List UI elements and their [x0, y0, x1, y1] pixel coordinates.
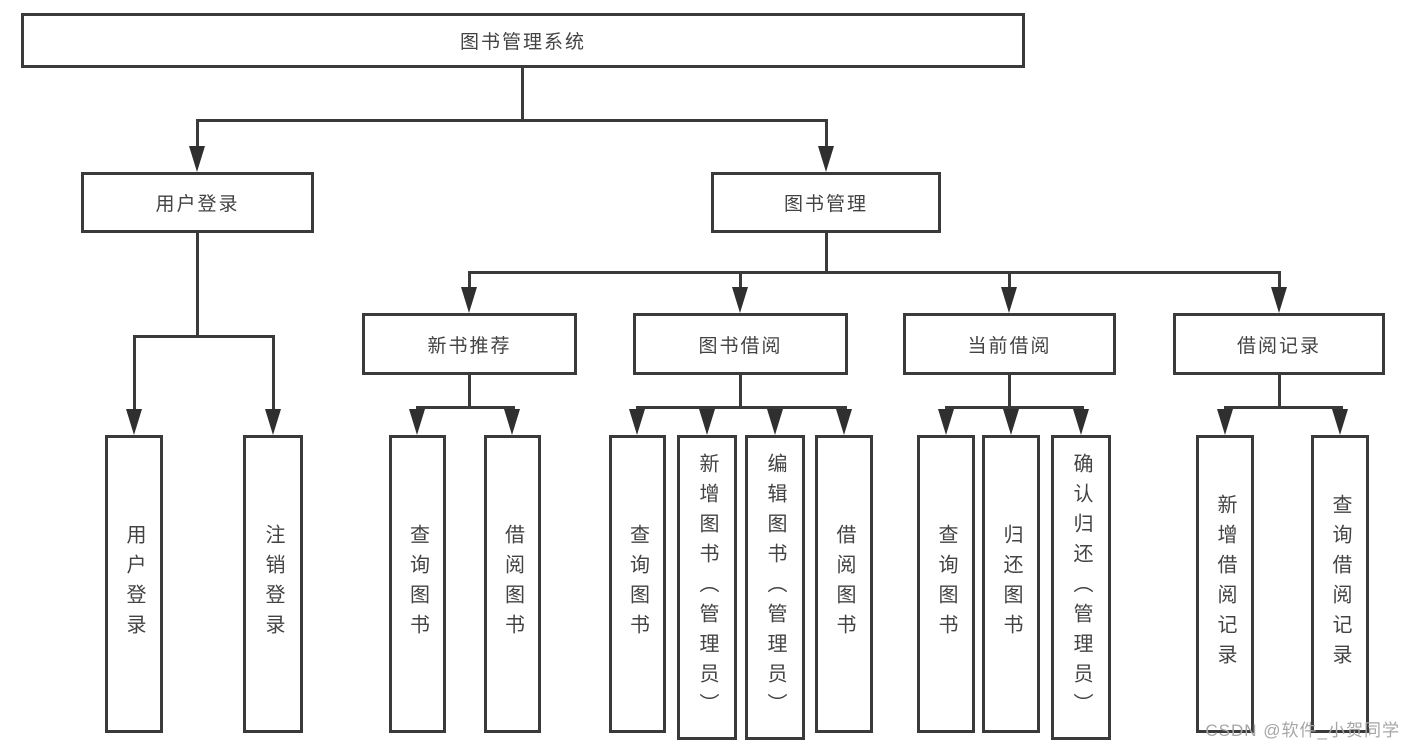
arrow-down-icon: [732, 287, 748, 313]
node-new-book-recommend: 新书推荐: [362, 313, 577, 375]
arrow-down-icon: [409, 409, 425, 435]
leaf-query-books-2: 查询图书: [609, 435, 666, 733]
leaf-return-books-label: 归还图书: [1000, 524, 1022, 644]
node-book-management: 图书管理: [711, 172, 941, 233]
leaf-add-borrow-record-label: 新增借阅记录: [1214, 494, 1236, 674]
leaf-logout: 注销登录: [243, 435, 303, 733]
node-user-login: 用户登录: [81, 172, 314, 233]
connector-line: [468, 375, 471, 409]
leaf-edit-books-admin: 编辑图书（管理员）: [745, 435, 805, 740]
node-borrow-records: 借阅记录: [1173, 313, 1385, 375]
leaf-edit-books-admin-label: 编辑图书（管理员）: [764, 452, 786, 723]
node-book-borrow-label: 图书借阅: [698, 335, 783, 357]
arrow-down-icon: [1003, 409, 1019, 435]
arrow-down-icon: [818, 146, 834, 172]
connector-line: [521, 68, 524, 120]
leaf-confirm-return-admin-label: 确认归还（管理员）: [1070, 452, 1092, 723]
connector-line: [739, 375, 742, 409]
leaf-user-login-label: 用户登录: [123, 524, 145, 644]
node-borrow-records-label: 借阅记录: [1236, 335, 1321, 357]
connector-line: [1278, 271, 1281, 293]
arrow-down-icon: [504, 409, 520, 435]
connector-line: [739, 271, 742, 293]
leaf-query-books-3-label: 查询图书: [935, 524, 957, 644]
leaf-return-books: 归还图书: [982, 435, 1040, 733]
connector-line: [1008, 375, 1011, 409]
arrow-down-icon: [938, 409, 954, 435]
arrow-down-icon: [1217, 409, 1233, 435]
leaf-borrow-books-1-label: 借阅图书: [501, 524, 524, 644]
connector-line: [636, 406, 847, 409]
connector-line: [133, 335, 136, 415]
connector-line: [468, 271, 1281, 274]
leaf-query-borrow-record-label: 查询借阅记录: [1329, 494, 1351, 674]
connector-line: [468, 271, 471, 293]
connector-line: [825, 233, 828, 273]
arrow-down-icon: [1001, 287, 1017, 313]
arrow-down-icon: [699, 409, 715, 435]
leaf-borrow-books-2-label: 借阅图书: [833, 524, 855, 644]
arrow-down-icon: [1271, 287, 1287, 313]
leaf-query-books-1: 查询图书: [389, 435, 446, 733]
connector-line: [196, 119, 828, 122]
node-user-login-label: 用户登录: [155, 194, 240, 215]
arrow-down-icon: [629, 409, 645, 435]
arrow-down-icon: [1073, 409, 1089, 435]
connector-line: [133, 335, 275, 338]
node-book-borrow: 图书借阅: [633, 313, 848, 375]
leaf-query-borrow-record: 查询借阅记录: [1311, 435, 1369, 733]
leaf-query-books-2-label: 查询图书: [626, 524, 649, 644]
leaf-add-books-admin: 新增图书（管理员）: [677, 435, 737, 740]
arrow-down-icon: [1332, 409, 1348, 435]
connector-line: [416, 406, 515, 409]
leaf-user-login: 用户登录: [105, 435, 163, 733]
arrow-down-icon: [767, 409, 783, 435]
connector-line: [272, 335, 275, 415]
arrow-down-icon: [189, 146, 205, 172]
arrow-down-icon: [126, 409, 142, 435]
connector-line: [825, 119, 828, 159]
leaf-borrow-books-2: 借阅图书: [815, 435, 873, 733]
leaf-query-books-3: 查询图书: [917, 435, 975, 733]
connector-line: [1224, 406, 1343, 409]
csdn-watermark: CSDN @软件_小贺同学: [1205, 721, 1400, 740]
node-root-label: 图书管理系统: [459, 32, 586, 53]
arrow-down-icon: [836, 409, 852, 435]
leaf-logout-label: 注销登录: [262, 524, 284, 644]
arrow-down-icon: [265, 409, 281, 435]
node-current-borrow: 当前借阅: [903, 313, 1116, 375]
node-new-book-recommend-label: 新书推荐: [427, 335, 512, 357]
connector-line: [1008, 271, 1011, 293]
connector-line: [196, 119, 199, 159]
node-book-management-label: 图书管理: [783, 194, 868, 215]
connector-line: [196, 233, 199, 337]
leaf-add-books-admin-label: 新增图书（管理员）: [696, 452, 718, 723]
leaf-confirm-return-admin: 确认归还（管理员）: [1051, 435, 1111, 740]
leaf-query-books-1-label: 查询图书: [406, 524, 429, 644]
leaf-borrow-books-1: 借阅图书: [484, 435, 541, 733]
node-current-borrow-label: 当前借阅: [967, 335, 1052, 357]
node-root: 图书管理系统: [21, 13, 1025, 68]
connector-line: [1278, 375, 1281, 409]
connector-line: [945, 406, 1084, 409]
leaf-add-borrow-record: 新增借阅记录: [1196, 435, 1254, 733]
arrow-down-icon: [461, 287, 477, 313]
